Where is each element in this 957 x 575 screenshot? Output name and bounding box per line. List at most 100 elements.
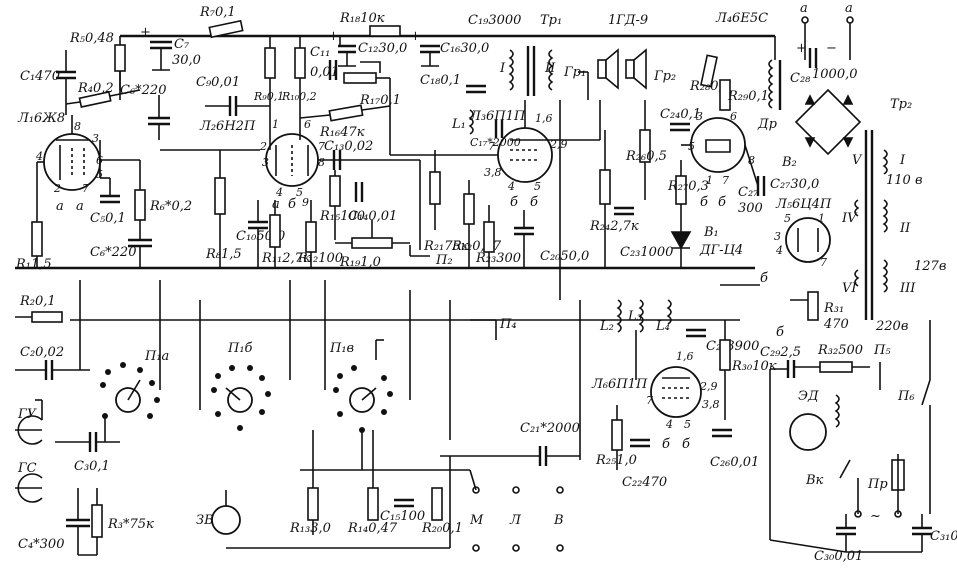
capacitor-c25-label: C₂₅3900 [706, 339, 759, 354]
switch-p5-label: П₅ [873, 343, 891, 358]
resistor-r17: R₁₇0,1 [343, 61, 401, 108]
transformer-tr2: Тр₂ I II III IV VI 110 в 127в 220в [841, 97, 946, 334]
tube-l4-pin3: 3 [696, 110, 703, 123]
tube-l6-heater-b1: б [662, 437, 670, 452]
resistor-r30: R₃₀10к [719, 320, 777, 420]
resistor-r4: R₄0,2 [65, 81, 141, 108]
capacitor-c11-label: C₁₁ [310, 45, 330, 60]
tube-l5-label: Л₅6Ц4П [775, 197, 832, 212]
tube-l4-pin1: 1 [706, 174, 713, 187]
resistor-r2-label: R₂0,1 [19, 294, 56, 309]
capacitor-c19: C₁₉3000 [468, 13, 521, 28]
capacitor-c18: C₁₈0,1 [420, 73, 486, 94]
capacitor-c1: C₁470 [20, 50, 76, 115]
capacitor-c16-label: C₁₆30,0 [440, 41, 489, 56]
ground-bus [15, 266, 755, 321]
tube-l2-heater-a: а [272, 197, 280, 212]
capacitor-c3-label: C₃0,1 [74, 459, 110, 474]
transformer-tr1-label: Тр₁ [540, 13, 562, 28]
resistor-r16-label: R₁₆47к [319, 125, 365, 140]
tube-l2-pin3: 3 [262, 156, 269, 169]
capacitor-c13: C₁₃0,02 [324, 139, 373, 170]
mains-tilde: ~ [870, 509, 881, 524]
resistor-r9: R₉0,1 [253, 36, 284, 140]
resistor-r11: R₁₁2,7к [261, 200, 311, 268]
tube-l1: Л₁6Ж8 8 3 4 6 5 2 7 а а [17, 111, 103, 214]
resistor-r18-label: R₁₈10к [339, 11, 385, 26]
tube-l4-heater-b1: б [700, 195, 708, 210]
capacitor-c16-plus: + [410, 29, 421, 44]
tube-l2-pin7: 7 [318, 140, 325, 153]
capacitor-c21: C₂₁*2000 [440, 421, 580, 466]
resistor-r24-label: R₂₄2,7к [589, 219, 639, 234]
resistor-r4-label: R₄0,2 [77, 81, 114, 96]
resistor-r18: R₁₈10к [339, 11, 401, 37]
switch-p1b-label: П₁б [227, 341, 253, 356]
tube-l2-pin5: 5 [296, 186, 303, 199]
resistor-r5-label: R₅0,48 [69, 31, 114, 46]
capacitor-c27b-value: 300 [738, 201, 763, 216]
capacitor-c7-plus: + [140, 25, 151, 40]
tube-l6-pin5: 5 [684, 418, 691, 431]
capacitor-c12-label: C₁₂30,0 [358, 41, 407, 56]
tube-l2: Л₂6Н2П 1 6 2 7 3 8 4 5 9 а б [199, 118, 325, 212]
node-b-right-label: б [760, 271, 768, 286]
capacitor-c6-bottom-label: C₆*220 [90, 245, 136, 260]
tube-l1-heater-a1: а [56, 199, 64, 214]
resistor-r25-label: R₂₅1,0 [595, 453, 637, 468]
capacitor-c2: C₂0,02 [15, 345, 90, 380]
capacitor-c5: C₅0,1 [90, 178, 126, 226]
resistor-r32: R₃₂500 [794, 343, 870, 373]
coil-l4-label: L₄ [655, 319, 670, 334]
capacitor-c31: C₃₁0,01 [912, 514, 957, 552]
tube-l1-label: Л₁6Ж8 [17, 111, 65, 126]
resistor-r21-label: R₂₁75к [423, 239, 469, 254]
switch-p4: П₄ [470, 317, 517, 340]
capacitor-c27-label: C₂₇30,0 [770, 177, 819, 192]
resistor-r24: R₂₄2,7к [589, 130, 639, 268]
tube-l1-pin7: 7 [82, 182, 89, 195]
capacitor-c11-value: 0,01 [310, 65, 339, 80]
resistor-r16: R₁₆47к [299, 104, 391, 140]
diode-b1-label: В₁ [703, 225, 719, 240]
resistor-r5: R₅0,48 [69, 31, 126, 90]
resistor-r27-label: R₂₇0,3 [667, 179, 709, 194]
resistor-r15: R₁₅100 [319, 170, 365, 240]
tube-l6-heater-b2: б [682, 437, 690, 452]
capacitor-c24: C₂₄0,1 [660, 107, 701, 132]
resistor-r30-label: R₃₀10к [731, 359, 777, 374]
capacitor-c27b-label: C₂₇ [738, 185, 759, 200]
resistor-r26-label: R₂₆0,5 [625, 149, 667, 164]
tube-l4-pin8: 8 [748, 154, 755, 167]
tube-l3-heater-b2: б [530, 195, 538, 210]
capacitor-c20-label: C₂₀50,0 [540, 249, 589, 264]
supply-terminals: а а [800, 1, 854, 60]
resistor-r29: R₂₉0,1 [719, 79, 769, 111]
tube-l3-pin7: 7 [488, 140, 495, 153]
capacitor-c14: C₁₄0,01 [348, 182, 397, 224]
tr2-winding6: VI [842, 281, 857, 296]
resistor-r17-label: R₁₇0,1 [359, 93, 401, 108]
tube-l2-pin2: 2 [259, 140, 267, 153]
resistor-r31-label: R₃₁ [823, 301, 844, 316]
switch-p1b: П₁б [211, 341, 271, 431]
resistor-r1-label: R₁1,5 [15, 257, 52, 272]
capacitor-c13-label: C₁₃0,02 [324, 139, 373, 154]
capacitor-c15-label: C₁₅100 [380, 509, 425, 524]
resistor-r8: R₈1,5 [205, 150, 242, 268]
tube-l3-pin4: 4 [507, 180, 515, 193]
capacitor-c19-label: C₁₉3000 [468, 13, 521, 28]
capacitor-c4-label: C₄*300 [18, 537, 64, 552]
speakers: 1ГД-9 Гр₂ [597, 13, 676, 90]
capacitor-c7-value: 30,0 [172, 53, 201, 68]
resistor-r31: R₃₁ 470 б [776, 291, 849, 340]
switch-p5: П₅ [873, 343, 891, 390]
switch-p6: П₆ [897, 320, 931, 406]
switch-p1v: П₁в [329, 339, 393, 433]
transformer-tr2-label: Тр₂ [890, 97, 912, 112]
jack-gu: ГУ [15, 399, 43, 445]
tube-l5-b2: В₂ [781, 155, 797, 170]
capacitor-c24-label: C₂₄0,1 [660, 107, 701, 122]
tube-l2-label: Л₂6Н2П [199, 119, 256, 134]
